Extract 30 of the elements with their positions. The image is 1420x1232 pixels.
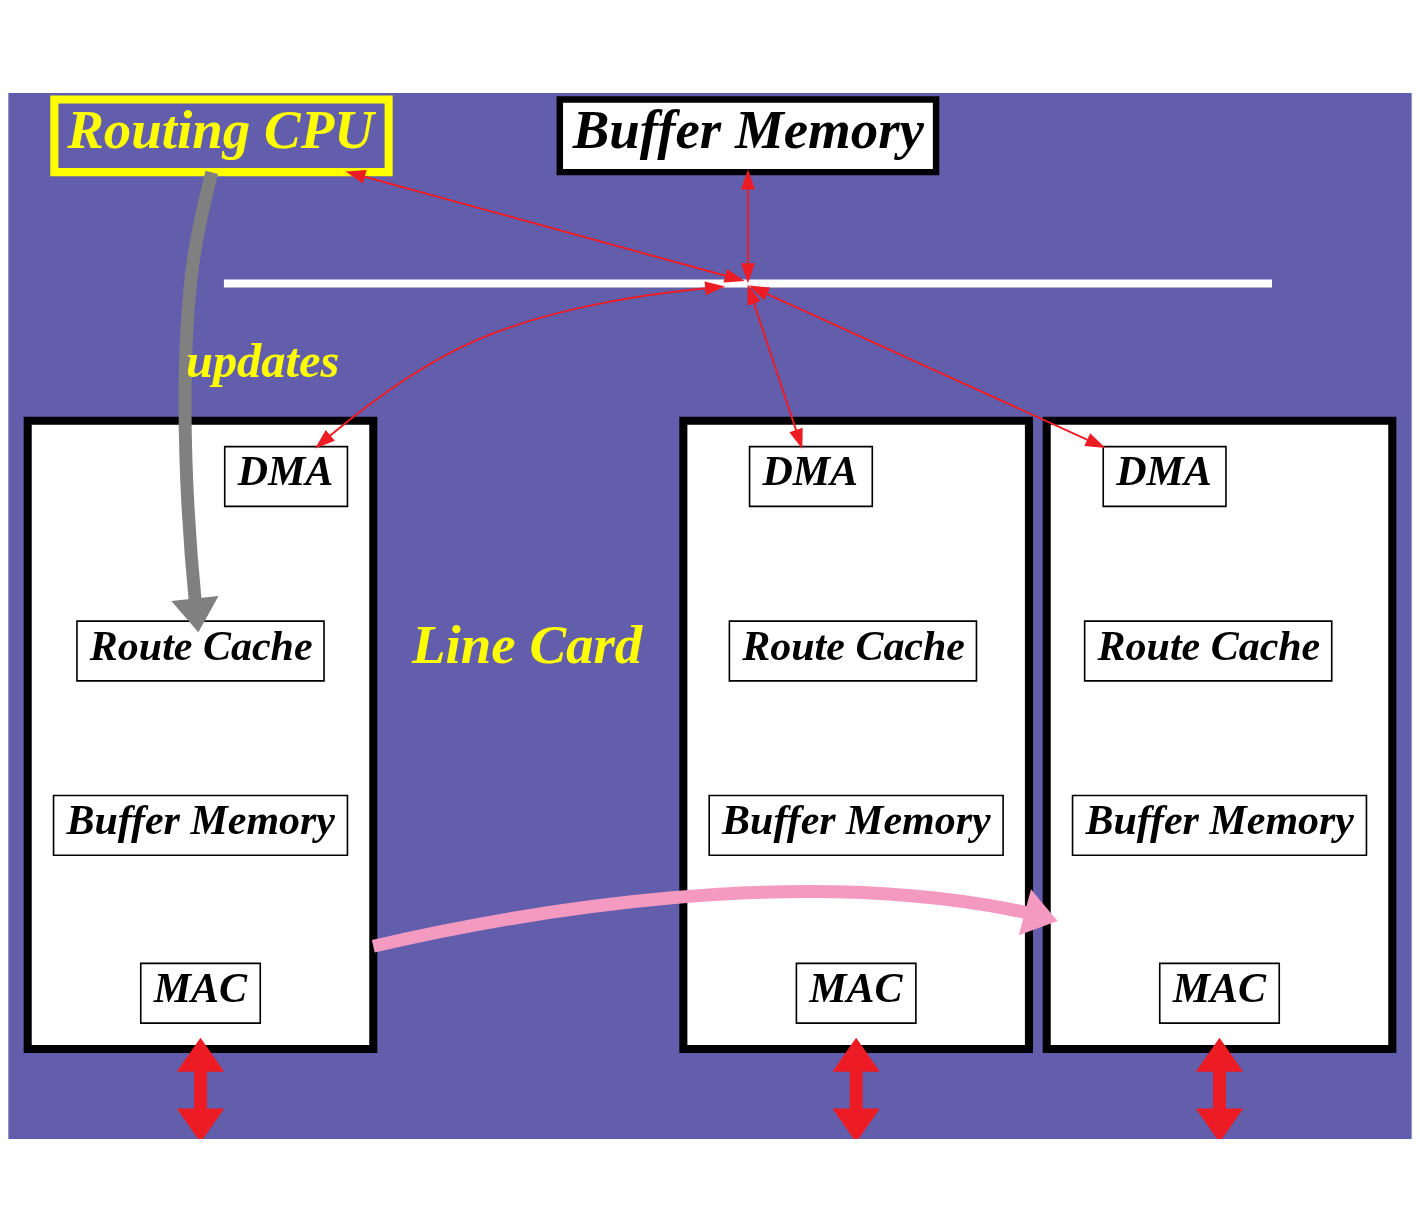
node-box: Routing CPU [50,95,393,177]
node-box: DMA [223,445,349,508]
node-box: Buffer Memory [556,96,940,176]
node-box: Route Cache [1083,620,1333,682]
arrow [832,1037,880,1139]
node-box: MAC [139,962,262,1024]
node-box: Route Cache [728,620,978,682]
arrow [176,1037,225,1139]
node-box: Buffer Memory [708,794,1004,857]
node-bar [223,279,1272,288]
arrow [740,169,755,284]
cluster [1042,416,1397,1054]
node-box: DMA [748,445,874,508]
node-box: Buffer Memory [1071,794,1368,857]
node-box: MAC [1158,962,1281,1024]
cluster [23,416,378,1054]
arrow [345,169,745,283]
arrow [747,284,803,450]
arrow [171,170,219,633]
node-label: Line Card [412,614,643,676]
node-box: Route Cache [76,620,325,682]
arrow [748,285,1106,448]
node-box: MAC [795,962,917,1024]
arrow [371,885,1058,953]
arrow [1195,1037,1244,1139]
edge-label: updates [185,334,340,388]
node-box: DMA [1102,445,1227,508]
cluster [679,416,1033,1054]
node-box: Buffer Memory [52,794,349,857]
arrow [315,281,726,449]
